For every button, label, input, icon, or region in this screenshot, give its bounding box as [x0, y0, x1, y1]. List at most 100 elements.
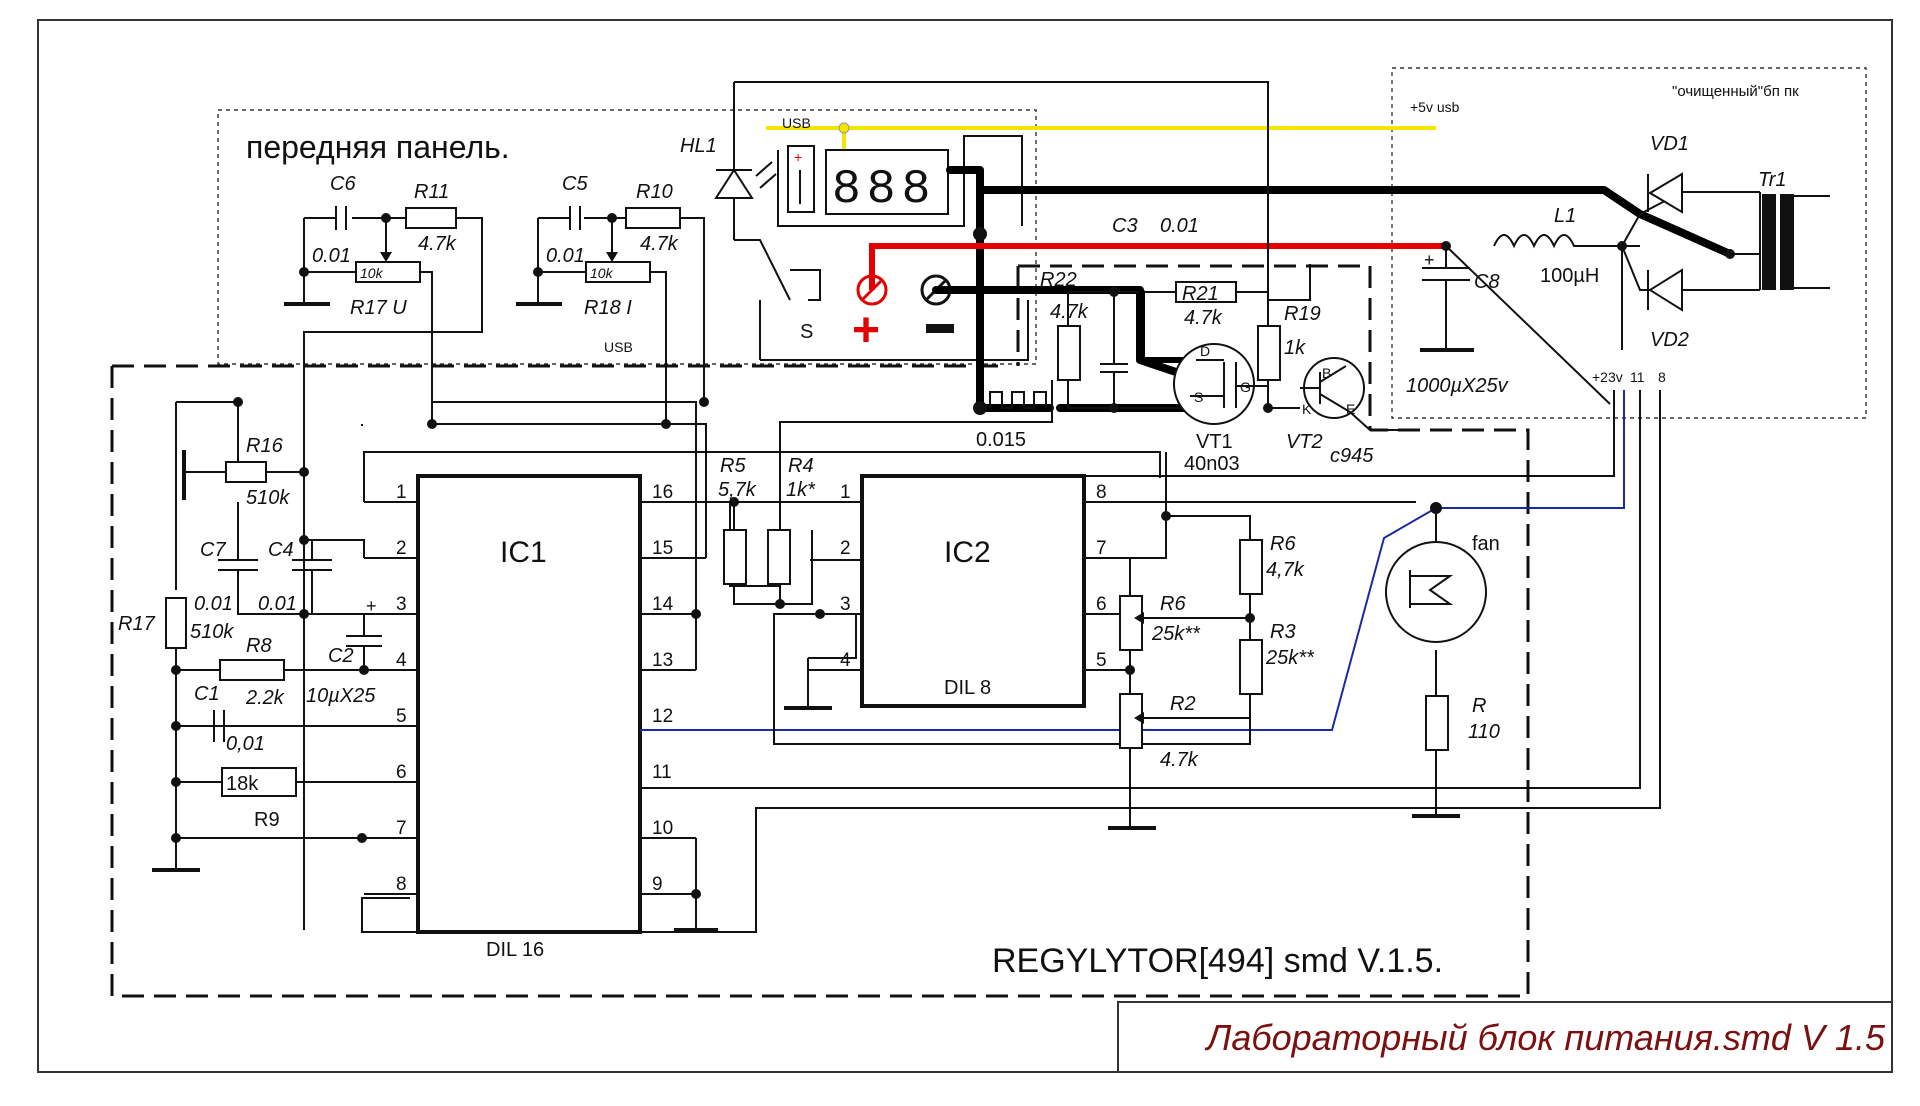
r6b-value: 25k** [1151, 623, 1201, 645]
l1-value: 100µH [1540, 265, 1599, 287]
vt1-pin-s: S [1194, 389, 1203, 405]
c2-ref: C2 [328, 645, 354, 667]
c3-ref: C3 [1112, 215, 1138, 237]
ic1-pin-13: 13 [652, 650, 673, 671]
c6-value: 0.01 [312, 245, 351, 267]
ic1-pin-3: 3 [396, 594, 407, 615]
r22-resistor [1057, 325, 1081, 381]
svg-text:+: + [1424, 250, 1435, 270]
usb-label-bottom: USB [604, 339, 633, 355]
ic1-pin-5: 5 [396, 706, 407, 727]
ic1-package: DIL 16 [486, 939, 544, 961]
r4-resistor [767, 529, 791, 585]
seven-segment-display [825, 149, 949, 215]
c6-ref: C6 [330, 173, 356, 195]
ic2-pin-7: 7 [1096, 538, 1107, 559]
r22-ref: R22 [1040, 269, 1077, 291]
ic1-left-pins: 1 2 3 4 5 6 7 8 [176, 482, 418, 895]
ic2-left-pins: 1 2 3 4 [808, 482, 862, 671]
r6a-value: 4,7k [1266, 559, 1305, 581]
r16-value: 510k [246, 487, 290, 509]
r8-ref: R8 [246, 635, 272, 657]
fan-label: fan [1472, 533, 1500, 555]
front-panel-boundary [217, 109, 1037, 365]
positive-rail [869, 243, 1446, 290]
c1-value: 0,01 [226, 733, 265, 755]
connector-8: 8 [1658, 369, 1666, 385]
front-panel-label: передняя панель. [246, 129, 510, 165]
svg-text:+: + [366, 596, 377, 616]
shunt-value: 0.015 [976, 429, 1026, 451]
r8-value: 2.2k [245, 687, 285, 709]
c2-value: 10µX25 [306, 685, 376, 707]
ic1-pin-12: 12 [652, 706, 673, 727]
usb-label-top: USB [782, 115, 811, 131]
negative-rail [946, 166, 1734, 412]
r3-ref: R3 [1270, 621, 1296, 643]
ic1-chip [416, 474, 642, 934]
svg-text:+: + [794, 149, 802, 165]
r19-value: 1k [1284, 337, 1306, 359]
psu-boundary [1391, 67, 1867, 419]
vt1-value: 40n03 [1184, 453, 1240, 475]
r16-ref: R16 [246, 435, 284, 457]
ic2-right-pins: 8 7 6 5 [1084, 482, 1416, 671]
outer-frame [37, 19, 1893, 1073]
r10-value: 4.7k [640, 233, 679, 255]
vd2-ref: VD2 [1650, 329, 1689, 351]
r-fan-ref: R [1472, 695, 1486, 717]
c3-value: 0.01 [1160, 215, 1199, 237]
power-stage-boundary [1018, 264, 1372, 430]
vt2-pin-k: K [1302, 401, 1312, 417]
c7-ref: C7 [200, 539, 226, 561]
switch-ref: S [800, 321, 813, 343]
r9-value: 18k [226, 773, 259, 795]
r19-resistor [1257, 325, 1281, 381]
ic1-right-pins: 16 15 14 13 12 11 10 9 [640, 482, 730, 895]
vt1-pin-g: G [1240, 379, 1251, 395]
ic1-pin-10: 10 [652, 818, 673, 839]
r21-ref: R21 [1182, 283, 1219, 305]
r3-resistor [1239, 639, 1263, 695]
r4-value: 1k* [786, 479, 816, 501]
ic1-pin-6: 6 [396, 762, 407, 783]
hl1-led [714, 168, 754, 199]
r11-value: 4.7k [418, 233, 457, 255]
c4-ref: C4 [268, 539, 294, 561]
r6a-resistor [1239, 539, 1263, 595]
ic2-pin-6: 6 [1096, 594, 1107, 615]
board-boundary [110, 366, 1530, 998]
r18i-value: 10k [590, 265, 614, 281]
c1-ref: C1 [194, 683, 220, 705]
l1-inductor [1493, 234, 1623, 350]
title-box [1117, 1001, 1893, 1073]
r21-resistor [1175, 281, 1237, 303]
ic1-pin-11: 11 [652, 762, 672, 783]
r5-ref: R5 [720, 455, 746, 477]
title-text: Лабораторный блок питания.smd V 1.5 [1205, 1017, 1886, 1058]
board-label: REGYLYTOR[494] smd V.1.5. [992, 942, 1443, 980]
ic1-pin-4: 4 [396, 650, 407, 671]
r21-value: 4.7k [1184, 307, 1223, 329]
ic1-pin-7: 7 [396, 818, 407, 839]
tr1-core [1762, 194, 1776, 290]
vt2-ref: VT2 [1286, 431, 1323, 453]
c8-value: 1000µX25v [1406, 375, 1509, 397]
r-fan-resistor [1425, 695, 1449, 751]
r4-ref: R4 [788, 455, 814, 477]
vt2-value: c945 [1330, 445, 1374, 467]
vt1-pin-d: D [1200, 343, 1210, 359]
r9-ref: R9 [254, 809, 280, 831]
ic2-pin-4: 4 [840, 650, 851, 671]
ic1-pin-14: 14 [652, 594, 674, 615]
ic1-pin-9: 9 [652, 874, 663, 895]
vd2-diode [1648, 268, 1683, 312]
yellow-usb-rail [766, 126, 1436, 150]
psu-label: "очищенный"бп пк [1672, 83, 1799, 100]
r11-ref: R11 [414, 181, 449, 203]
ic1-pin-1: 1 [396, 482, 407, 503]
hl1-ref: HL1 [680, 135, 717, 157]
r2-resistor [1119, 693, 1143, 749]
vt1-ref: VT1 [1196, 431, 1233, 453]
